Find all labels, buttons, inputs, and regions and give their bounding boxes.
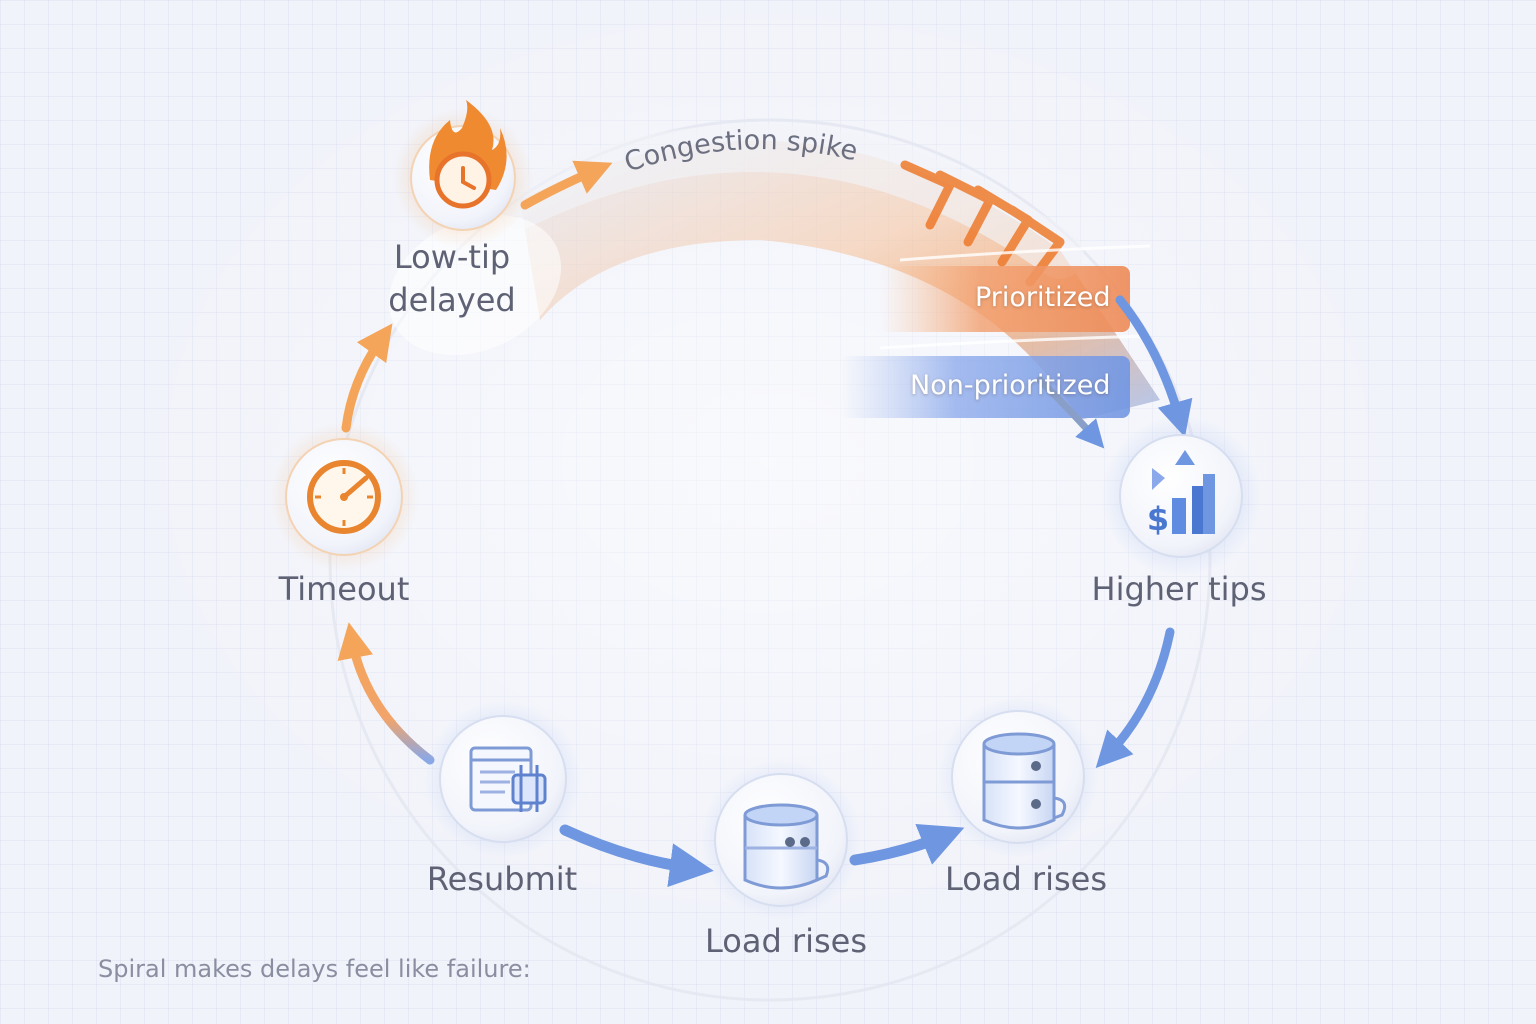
arrow-higher-tips-to-load bbox=[1095, 627, 1175, 769]
flame-clock-icon bbox=[429, 100, 507, 209]
prioritized-label: Prioritized bbox=[975, 282, 1111, 313]
arrow-resubmit-to-timeout bbox=[337, 622, 435, 765]
arrow-resubmit-to-load bbox=[559, 824, 714, 887]
prioritized-band bbox=[880, 266, 1130, 332]
node-load-rises-2 bbox=[938, 697, 1098, 857]
stopwatch-icon bbox=[307, 460, 381, 534]
node-load-rises-1 bbox=[701, 760, 861, 920]
higher-tips-label: Higher tips bbox=[1091, 570, 1267, 608]
non-prioritized-arrow bbox=[1036, 376, 1105, 449]
database-icon bbox=[743, 803, 830, 890]
low-tip-delayed-label: Low-tip delayed bbox=[388, 236, 515, 322]
non-prioritized-label: Non-prioritized bbox=[910, 370, 1111, 401]
node-low-tip-delayed bbox=[393, 100, 533, 248]
low-tip-line2: delayed bbox=[388, 281, 516, 320]
congestion-band bbox=[520, 140, 1160, 420]
node-resubmit bbox=[425, 701, 581, 857]
resubmit-label: Resubmit bbox=[426, 860, 578, 898]
resubmit-form-icon bbox=[469, 746, 547, 812]
speed-streak bbox=[879, 334, 1151, 350]
dollar-chart-icon: $ bbox=[1147, 450, 1215, 538]
speed-streak bbox=[899, 244, 1151, 262]
load-rises-2-label: Load rises bbox=[944, 860, 1108, 898]
arrow-load-to-load bbox=[849, 823, 965, 866]
arrow-to-spike bbox=[520, 160, 613, 210]
prioritized-arrow bbox=[1115, 295, 1193, 438]
svg-text:$: $ bbox=[1147, 500, 1169, 538]
caption: Spiral makes delays feel like failure: bbox=[98, 955, 531, 983]
arrow-timeout-to-low-tip bbox=[341, 323, 393, 433]
load-rises-1-label: Load rises bbox=[704, 922, 868, 960]
low-tip-line1: Low-tip bbox=[393, 238, 511, 276]
database-stack-icon bbox=[982, 732, 1067, 830]
node-higher-tips: $ bbox=[1101, 416, 1261, 576]
node-timeout bbox=[269, 422, 419, 572]
timeout-label: Timeout bbox=[278, 570, 410, 608]
label-lens bbox=[388, 214, 562, 356]
